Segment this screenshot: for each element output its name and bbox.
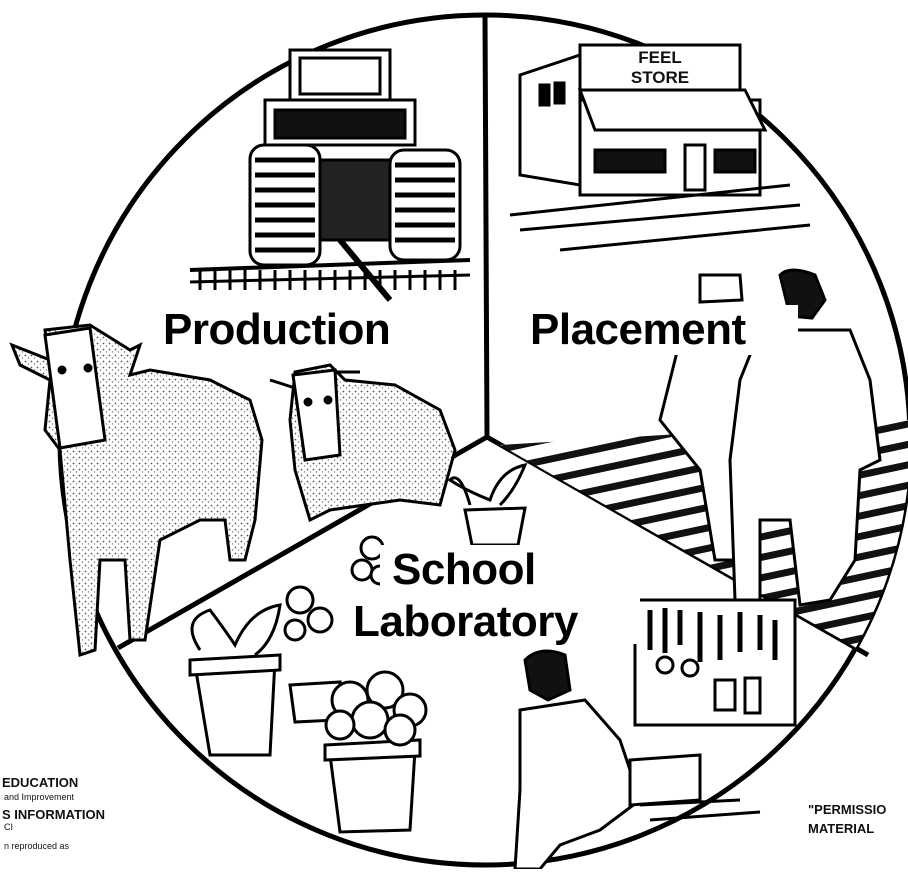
store-sign-line2: STORE — [630, 68, 690, 87]
edge-text-left-4: CI — [4, 822, 13, 832]
placement-label: Placement — [530, 305, 746, 354]
cattle-illustration — [9, 323, 457, 658]
feed-store-illustration — [509, 43, 811, 252]
edge-text-left-2: and Improvement — [4, 792, 75, 802]
laboratory-label: Laboratory — [353, 597, 578, 646]
store-sign-line1: FEEL — [638, 48, 682, 67]
edge-text-left-5: n reproduced as — [4, 841, 70, 851]
workers-illustration — [658, 268, 882, 607]
store-sign: FEEL STORE — [600, 48, 720, 88]
flower-pots-illustration — [188, 535, 428, 834]
tractor-illustration — [189, 48, 471, 302]
school-label: School — [392, 545, 536, 594]
edge-text-right-1: "PERMISSIO — [808, 802, 887, 817]
edge-text-left-1: EDUCATION — [2, 775, 79, 790]
edge-text-left-3: S INFORMATION — [2, 807, 106, 822]
tool-board-illustration — [633, 598, 797, 727]
lab-worker-illustration — [513, 649, 761, 871]
small-plant-illustration — [447, 462, 528, 547]
divider-top — [482, 14, 490, 438]
production-label: Production — [163, 305, 391, 354]
edge-text-right-2: MATERIAL — [808, 821, 875, 836]
